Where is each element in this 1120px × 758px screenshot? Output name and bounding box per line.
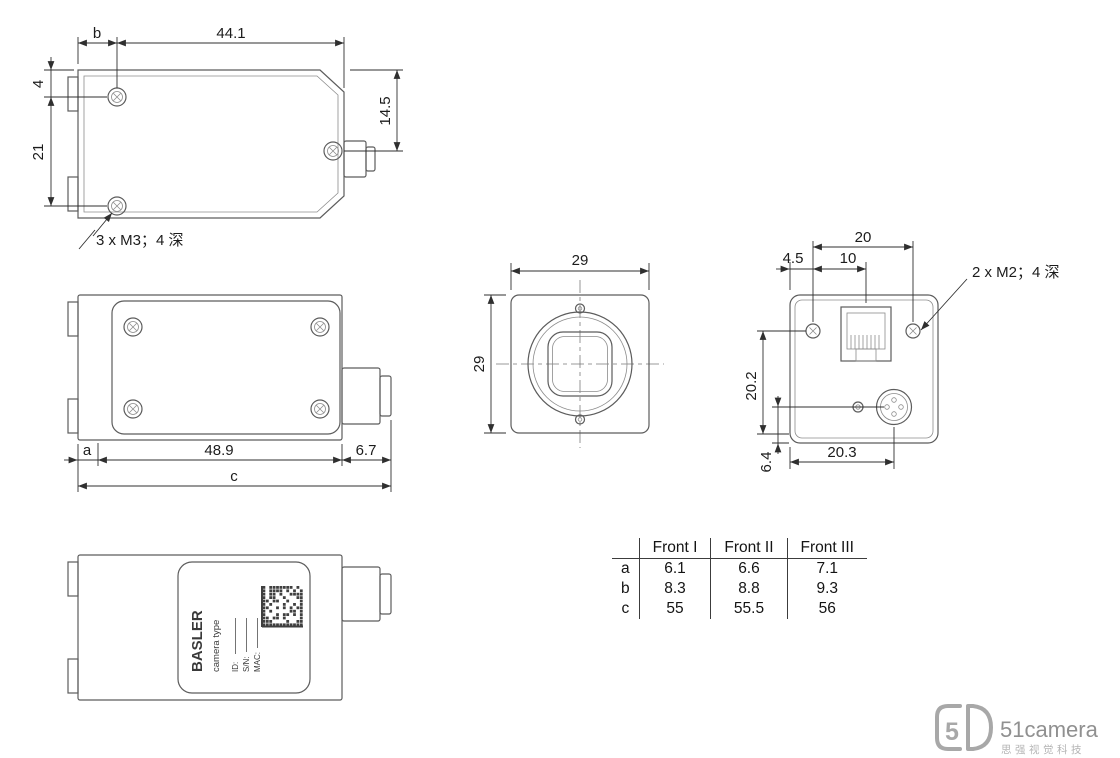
side-view-body: [67, 294, 392, 441]
top-view: b 44.1 4 21 14.5 3 x M3；4 深: [30, 25, 403, 250]
connector-stub: [341, 367, 381, 425]
dim-29-height: [484, 294, 506, 434]
front-variants-table: Front I Front II Front III a 6.1 6.6 7.1…: [612, 538, 867, 619]
watermark-slogan: 思强视觉科技: [1001, 743, 1085, 756]
front-view: 29 29: [471, 252, 664, 448]
dim-label-48-9: 48.9: [204, 442, 233, 459]
front-hole-top: [574, 303, 586, 314]
cell: 8.3: [638, 579, 711, 599]
dim-label-b: b: [93, 25, 101, 42]
screw-icon: [323, 141, 343, 161]
dim-21: [44, 97, 107, 207]
mac-field-label: MAC:: [253, 652, 262, 672]
m3-note-label: 3 x M3；4 深: [96, 232, 184, 249]
m2-hole-icon: [905, 323, 921, 339]
m3-thread-note: 3 x M3；4 深: [78, 212, 184, 250]
dim-label-4: 4: [30, 80, 47, 88]
dim-20-2: [757, 330, 806, 435]
dim-label-4-5: 4.5: [783, 250, 804, 267]
dim-4-5: [776, 262, 813, 290]
row-label: c: [621, 600, 630, 617]
dim-29-width: [510, 263, 650, 290]
cell: 55: [638, 599, 711, 619]
watermark-brand: 51camera: [1000, 717, 1099, 742]
ethernet-port-icon: [840, 306, 892, 362]
table-row-c: c 55 55.5 56: [612, 599, 867, 619]
dim-20-3: [789, 427, 895, 469]
table-header-row: Front I Front II Front III: [612, 538, 867, 559]
front-hole-bottom: [574, 414, 586, 425]
side-view: a 48.9 6.7 c: [64, 294, 392, 492]
cell: 6.1: [638, 558, 711, 579]
connector-stub: [341, 566, 381, 622]
m2-thread-note: 2 x M2；4 深: [920, 264, 1060, 331]
bottom-view-body: [67, 554, 392, 701]
cell: 6.6: [710, 558, 788, 579]
lens-mount: [527, 311, 633, 417]
top-view-body: [67, 69, 376, 219]
dim-14-5: [344, 69, 403, 152]
dim-label-29h: 29: [471, 356, 488, 373]
brand-text: BASLER: [189, 610, 206, 672]
dim-label-14-5: 14.5: [377, 96, 394, 125]
serial-label-panel: [177, 561, 311, 694]
dim-6-4: [772, 396, 884, 454]
connector-stub: [343, 140, 367, 178]
screw-icon: [310, 317, 330, 337]
m2-note-label: 2 x M2；4 深: [972, 264, 1060, 281]
qr-code: [261, 586, 303, 628]
watermark: 5 51camera 思强视觉科技: [935, 704, 1099, 756]
dim-label-c: c: [230, 468, 238, 485]
dim-label-20-3: 20.3: [827, 444, 856, 461]
cell: 56: [786, 599, 867, 619]
camera-label: BASLER camera type ID: S/N: MAC:: [189, 610, 262, 672]
screw-icon: [123, 317, 143, 337]
mount-panel: [111, 300, 341, 435]
dim-20: [812, 241, 914, 322]
col-front-1: Front I: [638, 538, 711, 559]
dim-label-20-2: 20.2: [743, 371, 760, 400]
dim-label-21: 21: [30, 144, 47, 161]
col-front-2: Front II: [710, 538, 788, 559]
table-row-b: b 8.3 8.8 9.3: [612, 579, 867, 599]
row-label: a: [621, 560, 630, 577]
logo-digit: 5: [945, 718, 959, 746]
dim-44-1: [117, 37, 345, 88]
watermark-logo: 5: [935, 704, 994, 751]
sensor-window: [547, 331, 613, 397]
table-row-a: a 6.1 6.6 7.1: [612, 558, 867, 579]
cell: 7.1: [786, 558, 867, 579]
back-view: 20 10 4.5 20.2 6.4: [743, 229, 1060, 472]
m2-hole-icon: [805, 323, 821, 339]
col-front-3: Front III: [786, 538, 867, 559]
cell: 8.8: [710, 579, 788, 599]
cell: 9.3: [786, 579, 867, 599]
id-field-label: ID:: [231, 662, 240, 672]
back-face: [789, 294, 939, 444]
dim-label-44-1: 44.1: [216, 25, 245, 42]
dim-label-29w: 29: [572, 252, 589, 269]
dim-4: [44, 57, 107, 98]
dim-10: [813, 262, 867, 303]
front-face: [510, 294, 650, 434]
screw-icon: [123, 399, 143, 419]
dim-label-a: a: [83, 442, 92, 459]
dim-label-10: 10: [840, 250, 857, 267]
dim-label-20: 20: [855, 229, 872, 246]
camera-type-text: camera type: [211, 620, 222, 672]
row-label: b: [621, 580, 630, 597]
sn-field-label: S/N:: [242, 656, 251, 672]
table-corner-cell: [612, 538, 640, 559]
screw-icon: [107, 87, 127, 107]
dim-label-6-4: 6.4: [758, 452, 775, 473]
screw-icon: [310, 399, 330, 419]
bottom-view: BASLER camera type ID: S/N: MAC:: [67, 554, 392, 701]
dim-label-6-7: 6.7: [356, 442, 377, 459]
cell: 55.5: [710, 599, 788, 619]
